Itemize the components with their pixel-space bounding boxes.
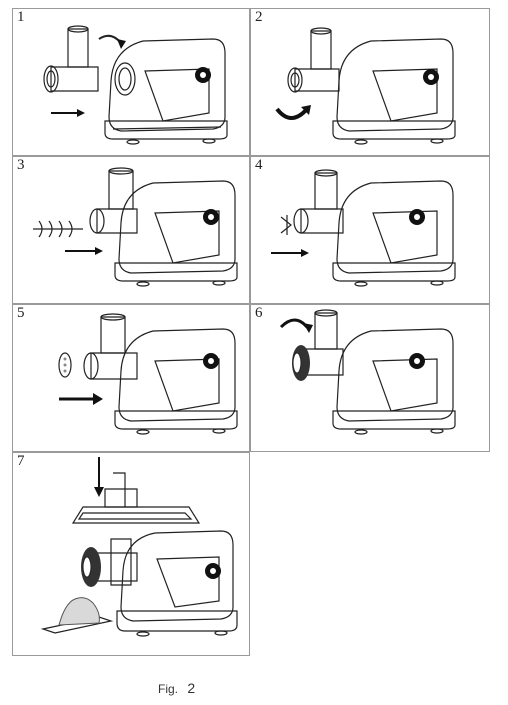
step-4-illustration: [271, 169, 456, 287]
step-1-illustration: [43, 25, 228, 145]
caption-number: 2: [187, 680, 196, 696]
step-panel-3: 3: [12, 156, 250, 304]
step-number: 3: [17, 157, 25, 173]
step-panel-7: 7: [12, 452, 250, 656]
step-panel-1: 1: [12, 8, 250, 156]
step-number: 2: [255, 9, 263, 25]
step-number: 1: [17, 9, 25, 25]
step-6-illustration: [279, 309, 456, 435]
step-5-illustration: [58, 313, 238, 435]
step-7-illustration: [40, 457, 238, 637]
step-number: 6: [255, 305, 263, 321]
step-2-illustration: [275, 27, 456, 145]
step-panel-2: 2: [250, 8, 490, 156]
caption-label: Fig.: [158, 682, 179, 696]
step-panel-6: 6: [250, 304, 490, 452]
step-number: 4: [255, 157, 263, 173]
step-number: 7: [17, 453, 25, 469]
figure-caption: Fig. 2: [158, 680, 195, 696]
step-panel-4: 4: [250, 156, 490, 304]
step-panel-5: 5: [12, 304, 250, 452]
step-number: 5: [17, 305, 25, 321]
step-3-illustration: [33, 167, 238, 287]
